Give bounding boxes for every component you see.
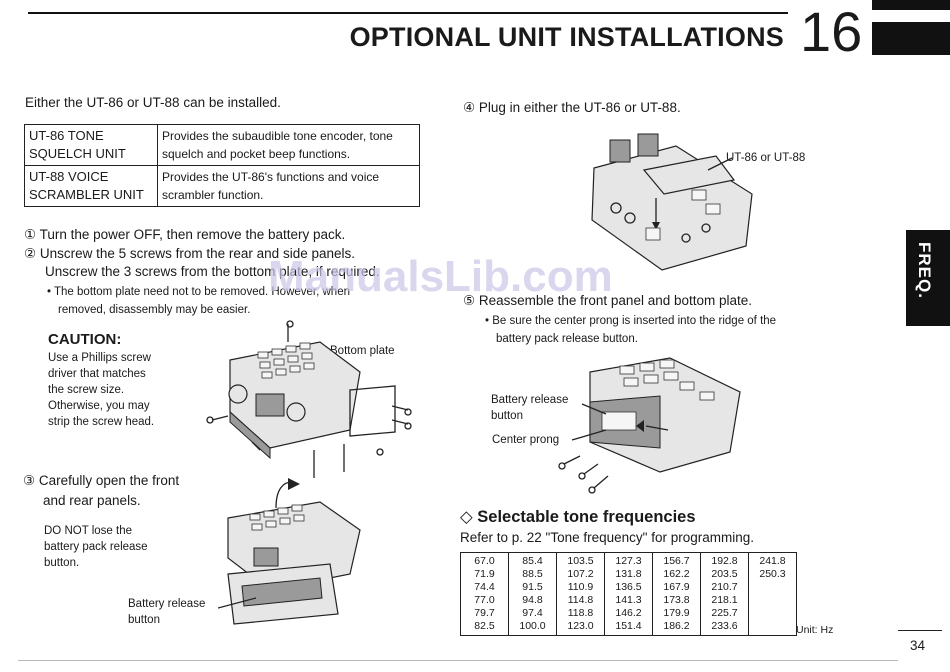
tone-unit: Unit: Hz — [796, 624, 834, 636]
caution-line: driver that matches — [48, 368, 146, 380]
header-rule — [28, 12, 788, 14]
chapter-bar — [872, 22, 950, 55]
battery-release-label-b: Battery release — [491, 394, 569, 406]
step-5-note-cont: battery pack release button. — [496, 333, 638, 345]
battery-release-leader — [218, 597, 257, 609]
unit-label: UT-86 or UT-88 — [726, 152, 806, 164]
bottom-plate-label: Bottom plate — [330, 345, 395, 357]
do-not-line: button. — [44, 557, 80, 569]
chapter-bar-top — [872, 0, 950, 10]
selectable-heading: ◇ Selectable tone frequencies — [460, 508, 696, 526]
bottom-rule — [18, 660, 898, 661]
caution-line: the screw size. — [48, 384, 125, 396]
page-number: 34 — [910, 638, 926, 653]
step-3-cont: and rear panels. — [43, 493, 141, 508]
battery-release-label: Battery release — [128, 598, 206, 610]
step-5-note: • Be sure the center prong is inserted i… — [485, 315, 777, 327]
do-not-line: DO NOT lose the — [44, 525, 132, 537]
side-tab-label: FREQ. — [915, 242, 934, 299]
open-panels-illustration — [227, 478, 361, 625]
step-2: ② Unscrew the 5 screws from the rear and… — [24, 246, 355, 261]
step-5: ⑤ Reassemble the front panel and bottom … — [463, 293, 753, 308]
step-2-note: • The bottom plate need not to be remove… — [47, 286, 350, 298]
caution-line: Otherwise, you may — [48, 400, 150, 412]
side-tab[interactable]: FREQ. — [906, 230, 950, 326]
unit-plug-illustration — [591, 133, 753, 271]
caution-line: strip the screw head. — [48, 416, 155, 428]
step-1: ① Turn the power OFF, then remove the ba… — [24, 227, 346, 242]
battery-release-label-b-cont: button — [491, 410, 523, 422]
watermark: ManualsLib.com — [268, 252, 613, 301]
caution-line: Use a Phillips screw — [48, 352, 151, 364]
step-3: ③ Carefully open the front — [23, 473, 180, 488]
do-not-line: battery pack release — [44, 541, 148, 553]
step-2-note-cont: removed, disassembly may be easier. — [58, 304, 251, 316]
footer-rule — [898, 630, 942, 631]
caution-heading: CAUTION: — [48, 331, 122, 348]
unit-description: Provides the subaudible tone encoder, to… — [157, 124, 420, 166]
intro-text: Either the UT-86 or UT-88 can be install… — [25, 95, 281, 110]
step-4: ④ Plug in either the UT-86 or UT-88. — [463, 100, 681, 115]
selectable-refer: Refer to p. 22 "Tone frequency" for prog… — [460, 530, 754, 545]
unit-description: Provides the UT-86's functions and voice… — [157, 165, 420, 207]
chapter-number: 16 — [800, 0, 863, 63]
battery-release-label-cont: button — [128, 614, 160, 626]
page-title: OPTIONAL UNIT INSTALLATIONS — [349, 22, 784, 52]
reassembly-illustration — [558, 357, 741, 494]
center-prong-label: Center prong — [492, 434, 560, 446]
disassembly-illustration — [206, 320, 412, 478]
label-leaders — [571, 403, 607, 441]
step-2-cont: Unscrew the 3 screws from the bottom pla… — [45, 264, 380, 279]
